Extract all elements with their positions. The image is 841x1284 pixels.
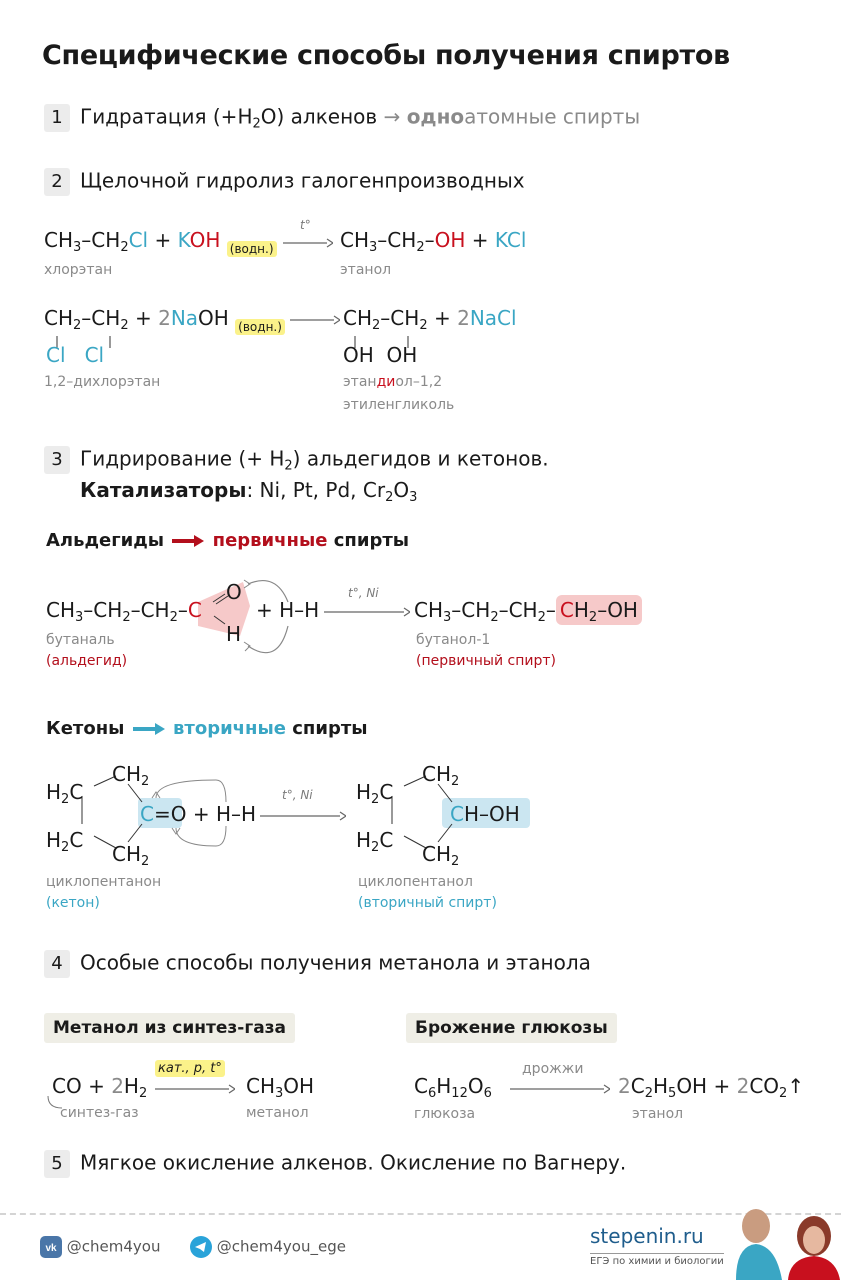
section-heading: Мягкое окисление алкенов. Окисление по В… — [80, 1150, 627, 1175]
reaction-arrow — [510, 1081, 612, 1100]
compound-name: бутанол-1 — [416, 632, 491, 648]
reaction-arrow — [324, 604, 412, 623]
reaction-chloroethane: CH3–CH2Cl + KOH (водн.) — [44, 228, 277, 257]
compound-name: синтез-газ — [60, 1105, 139, 1121]
page-title: Специфические способы получения спиртов — [42, 40, 730, 71]
reaction-dichloroethane: CH2–CH2 + 2NaOH (водн.) — [44, 306, 285, 335]
svg-text:vk: vk — [45, 1243, 57, 1254]
condition-badge: кат., p, t° — [155, 1060, 225, 1077]
reaction-product: CH2–CH2 + 2NaCl — [343, 306, 517, 333]
glucose-formula: C6H12O6 — [414, 1074, 492, 1101]
telegram-link[interactable]: @chem4you_ege — [190, 1236, 346, 1258]
telegram-icon — [190, 1236, 212, 1258]
vk-icon: vk — [40, 1236, 62, 1258]
footer-divider — [0, 1213, 841, 1215]
section-number: 1 — [44, 104, 70, 132]
compound-class: (вторичный спирт) — [358, 895, 497, 911]
tagline: ЕГЭ по химии и биологии — [590, 1253, 724, 1267]
butanol-formula: CH3–CH2–CH2–CH2–OH — [414, 595, 642, 625]
compound-name: циклопентанон — [46, 874, 162, 890]
ketones-heading: Кетоны вторичные спирты — [46, 718, 368, 739]
arrow-label: дрожжи — [522, 1061, 584, 1077]
emphasis-text: одно — [406, 104, 465, 129]
reaction-arrow — [260, 808, 348, 827]
section-heading: Щелочной гидролиз галогенпроизводных — [80, 168, 525, 193]
fermentation-products: 2C2H5OH + 2CO2↑ — [618, 1074, 805, 1101]
section-heading: Особые способы получения метанола и этан… — [80, 950, 591, 975]
arrow-label: t° — [300, 218, 311, 232]
site-link[interactable]: stepenin.ru — [590, 1224, 704, 1248]
reaction-product: CH3–CH2–OH + KCl — [340, 228, 527, 255]
compound-name: 1,2–дихлорэтан — [44, 374, 161, 390]
compound-name: циклопентанол — [358, 874, 473, 890]
compound-name: этанол — [632, 1106, 684, 1122]
cyclopentanone-structure — [46, 762, 306, 876]
reaction-arrow — [290, 313, 340, 327]
aldehydes-heading: Альдегиды первичные спирты — [46, 530, 410, 551]
compound-name: бутаналь — [46, 632, 115, 648]
arrow-icon — [132, 723, 165, 735]
reaction-arrow — [283, 236, 333, 250]
compound-name: этиленгликоль — [343, 397, 455, 413]
compound-name: этандиол–1,2 — [343, 374, 443, 390]
compound-class: (альдегид) — [46, 653, 128, 669]
hydrogen-addition-arrows-icon — [198, 579, 289, 654]
compound-class: (первичный спирт) — [416, 653, 556, 669]
arrow-label: t°, Ni — [282, 788, 313, 802]
authors-photo — [726, 1196, 841, 1284]
butanal-formula: CH3–CH2–CH2–C — [46, 598, 202, 625]
reaction-arrow — [155, 1081, 237, 1100]
cyclopentanol-structure — [356, 762, 556, 876]
compound-name: глюкоза — [414, 1106, 476, 1122]
vk-link[interactable]: vk @chem4you — [40, 1236, 160, 1258]
compound-name: хлорэтан — [44, 262, 113, 278]
catalysts-line: Катализаторы: Ni, Pt, Pd, Cr2O3 — [80, 478, 418, 505]
methanol-product: CH3OH — [246, 1074, 315, 1101]
compound-name: этанол — [340, 262, 392, 278]
arrow-icon — [172, 535, 205, 547]
methanol-box: Метанол из синтез-газа — [44, 1013, 296, 1043]
compound-class: (кетон) — [46, 895, 100, 911]
compound-name: метанол — [246, 1105, 309, 1121]
fermentation-box: Брожение глюкозы — [406, 1013, 617, 1043]
arrow-label: t°, Ni — [348, 586, 379, 600]
methanol-reactants: CO + 2H2 — [52, 1074, 148, 1101]
